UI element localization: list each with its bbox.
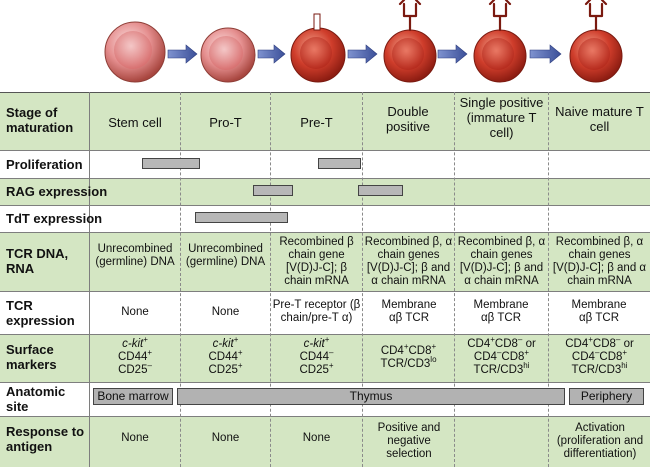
- tcr-dna-cell: Unrecombined (germline) DNA: [185, 243, 266, 268]
- naive-t-cell-icon: [569, 0, 623, 83]
- tcr-expression-cell: Membrane αβ TCR: [571, 299, 627, 324]
- proliferation-bar: [142, 158, 200, 169]
- tcr-dna-cell: Recombined β, α chain genes [V(D)J-C]; β…: [552, 236, 647, 287]
- site-thymus: Thymus: [177, 388, 565, 405]
- site-periphery: Periphery: [569, 388, 644, 405]
- stage-header: Pro-T: [209, 115, 242, 130]
- surface-markers-cell: CD4+CD8– or CD4–CD8+ TCR/CD3hi: [565, 335, 634, 376]
- row-tcr-dna: [0, 232, 650, 291]
- stage-header: Pre-T: [300, 115, 333, 130]
- response-cell: None: [121, 432, 149, 444]
- row-label-response: Response to antigen: [6, 424, 85, 454]
- response-cell: None: [302, 432, 331, 444]
- response-cell: Positive and negative selection: [377, 422, 441, 460]
- stage-header: Stem cell: [108, 115, 162, 130]
- row-label-surface-markers: Surface markers: [6, 342, 57, 372]
- arrow-icon: [257, 44, 286, 64]
- row-tcr-expression: [0, 291, 650, 334]
- column-divider: [180, 92, 181, 467]
- row-response: [0, 416, 650, 467]
- divider: [0, 205, 650, 206]
- response-cell: Activation (proliferation and differenti…: [556, 422, 644, 460]
- tcr-dna-cell: Unrecombined (germline) DNA: [95, 243, 175, 268]
- column-divider: [454, 92, 455, 467]
- tcr-dna-cell: Recombined β, α chain genes [V(D)J-C]; β…: [457, 236, 546, 287]
- surface-markers-cell: c-kit+ CD44– CD25+: [299, 335, 334, 376]
- row-surface-markers: [0, 334, 650, 382]
- column-divider: [89, 92, 90, 467]
- proliferation-bar: [318, 158, 361, 169]
- single-positive-cell-icon: [473, 0, 527, 83]
- stage-header: Single positive (immature T cell): [459, 95, 544, 140]
- stage-header: Double positive: [385, 104, 431, 134]
- row-label-tcr-dna: TCR DNA, RNA: [6, 246, 69, 276]
- tcr-dna-cell: Recombined β, α chain genes [V(D)J-C]; β…: [364, 236, 453, 287]
- pro-t-cell-icon: [200, 27, 256, 83]
- column-divider: [548, 92, 549, 467]
- cell-illustrations: [104, 0, 623, 83]
- stage-header: Naive mature T cell: [555, 104, 644, 134]
- rag-expression-bar: [253, 185, 293, 196]
- site-bone-marrow: Bone marrow: [93, 388, 173, 405]
- divider: [0, 291, 650, 292]
- divider: [0, 334, 650, 335]
- arrow-icon: [437, 44, 468, 64]
- row-label-stage: Stage of maturation: [6, 105, 74, 135]
- tcr-expression-cell: Membrane αβ TCR: [381, 299, 437, 324]
- tcr-expression-cell: None: [121, 306, 149, 318]
- divider: [0, 232, 650, 233]
- divider: [0, 92, 650, 93]
- surface-markers-cell: c-kit+ CD44+ CD25–: [117, 335, 153, 376]
- row-label-tcr-expression: TCR expression: [6, 298, 75, 328]
- row-label-rag: RAG expression: [6, 184, 108, 199]
- row-rag: [0, 178, 650, 205]
- tdt-expression-bar: [195, 212, 288, 223]
- double-positive-cell-icon: [383, 0, 437, 83]
- tcr-expression-cell: None: [211, 306, 240, 318]
- stem-cell-icon: [104, 21, 166, 83]
- arrow-icon: [347, 44, 378, 64]
- row-stage: [0, 92, 650, 150]
- row-label-tdt: TdT expression: [6, 211, 103, 226]
- arrow-icon: [529, 44, 562, 64]
- divider: [0, 150, 650, 151]
- row-label-anatomic-site: Anatomic site: [6, 384, 66, 414]
- tcr-expression-cell: Membrane αβ TCR: [473, 299, 529, 324]
- response-cell: None: [211, 432, 240, 444]
- arrow-icon: [167, 44, 198, 64]
- column-divider: [270, 92, 271, 467]
- tcr-dna-cell: Recombined β chain gene [V(D)J-C]; β cha…: [279, 236, 354, 287]
- divider: [0, 178, 650, 179]
- row-tdt: [0, 205, 650, 232]
- rag-expression-bar: [358, 185, 403, 196]
- surface-markers-cell: CD4+CD8– or CD4–CD8+ TCR/CD3hi: [467, 335, 536, 376]
- tcr-expression-cell: Pre-T receptor (β chain/pre-T α): [272, 299, 361, 324]
- surface-markers-cell: CD4+CD8+ TCR/CD3lo: [380, 342, 437, 370]
- pre-t-cell-icon: [290, 13, 346, 83]
- divider: [0, 416, 650, 417]
- row-label-proliferation: Proliferation: [6, 157, 83, 172]
- surface-markers-cell: c-kit+ CD44+ CD25+: [208, 335, 243, 376]
- divider: [0, 382, 650, 383]
- column-divider: [362, 92, 363, 467]
